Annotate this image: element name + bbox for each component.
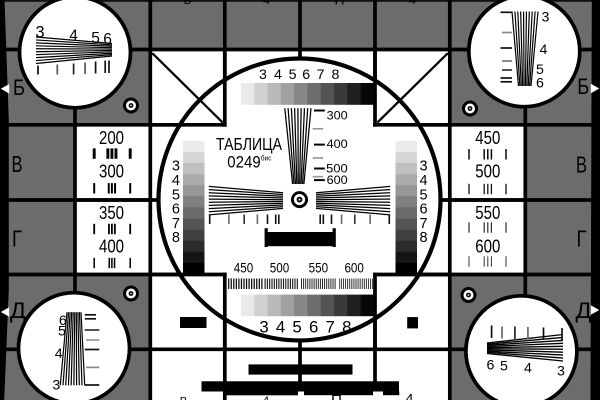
svg-text:8: 8	[342, 318, 351, 337]
svg-text:6: 6	[536, 75, 544, 91]
svg-text:500: 500	[270, 261, 290, 276]
svg-text:400: 400	[99, 235, 124, 256]
svg-text:3: 3	[172, 159, 180, 175]
svg-text:7: 7	[172, 216, 180, 232]
svg-text:3: 3	[259, 67, 267, 83]
svg-text:5: 5	[500, 359, 508, 375]
svg-text:4: 4	[409, 0, 416, 7]
svg-text:4: 4	[406, 391, 414, 400]
svg-text:8: 8	[420, 230, 428, 246]
svg-text:4: 4	[274, 67, 282, 83]
svg-text:6: 6	[309, 318, 318, 337]
svg-text:6: 6	[487, 357, 495, 373]
svg-text:550: 550	[309, 261, 329, 276]
svg-text:Б: Б	[577, 74, 589, 99]
svg-text:Д: Д	[576, 298, 592, 323]
svg-text:В: В	[12, 151, 23, 177]
svg-text:5: 5	[58, 324, 66, 340]
svg-text:600: 600	[475, 235, 500, 256]
svg-text:5: 5	[91, 30, 100, 47]
svg-text:3: 3	[420, 159, 428, 175]
svg-text:0249: 0249	[227, 152, 260, 171]
svg-text:8: 8	[331, 67, 339, 83]
svg-text:В: В	[180, 395, 188, 400]
svg-text:3: 3	[259, 318, 268, 337]
svg-text:7: 7	[317, 67, 325, 83]
svg-text:5: 5	[289, 67, 297, 83]
svg-text:6: 6	[302, 67, 310, 83]
svg-text:7: 7	[326, 318, 335, 337]
svg-text:Б: Б	[13, 75, 25, 100]
svg-text:6: 6	[59, 313, 67, 329]
svg-text:П: П	[335, 0, 345, 7]
svg-text:450: 450	[475, 127, 500, 148]
svg-text:500: 500	[475, 161, 500, 182]
svg-text:4: 4	[420, 173, 428, 189]
svg-text:450: 450	[234, 261, 254, 276]
svg-text:7: 7	[420, 216, 428, 232]
svg-text:В: В	[184, 0, 192, 7]
svg-text:8: 8	[172, 230, 180, 246]
svg-text:бис: бис	[261, 153, 272, 162]
svg-text:600: 600	[344, 261, 364, 276]
svg-text:В: В	[576, 152, 587, 178]
svg-text:500: 500	[326, 162, 348, 176]
svg-text:5: 5	[536, 62, 544, 78]
svg-text:550: 550	[475, 202, 500, 223]
svg-text:4: 4	[172, 173, 180, 189]
svg-text:300: 300	[99, 161, 124, 182]
svg-text:4: 4	[69, 28, 78, 45]
svg-text:Г: Г	[12, 226, 22, 252]
svg-text:ТАБЛИЦА: ТАБЛИЦА	[216, 134, 282, 154]
svg-text:3: 3	[52, 378, 60, 394]
svg-text:3: 3	[557, 363, 565, 379]
svg-text:Д: Д	[10, 298, 26, 323]
svg-text:350: 350	[99, 202, 124, 223]
svg-text:4: 4	[263, 0, 270, 7]
svg-text:3: 3	[542, 10, 550, 26]
svg-text:6: 6	[420, 202, 428, 218]
svg-text:5: 5	[172, 187, 180, 203]
svg-text:400: 400	[327, 137, 348, 151]
svg-text:300: 300	[327, 108, 348, 122]
svg-text:Г: Г	[577, 226, 587, 252]
svg-text:4: 4	[540, 42, 548, 58]
svg-text:200: 200	[99, 127, 124, 148]
svg-text:3: 3	[35, 23, 44, 41]
svg-text:5: 5	[420, 187, 428, 203]
svg-text:6: 6	[172, 202, 180, 218]
svg-text:П: П	[331, 393, 342, 400]
svg-text:4: 4	[55, 346, 63, 362]
svg-text:4: 4	[263, 395, 270, 400]
svg-text:5: 5	[292, 318, 301, 337]
svg-text:6: 6	[103, 31, 112, 48]
svg-text:4: 4	[276, 318, 285, 337]
svg-text:600: 600	[327, 173, 348, 187]
svg-text:4: 4	[524, 360, 532, 376]
